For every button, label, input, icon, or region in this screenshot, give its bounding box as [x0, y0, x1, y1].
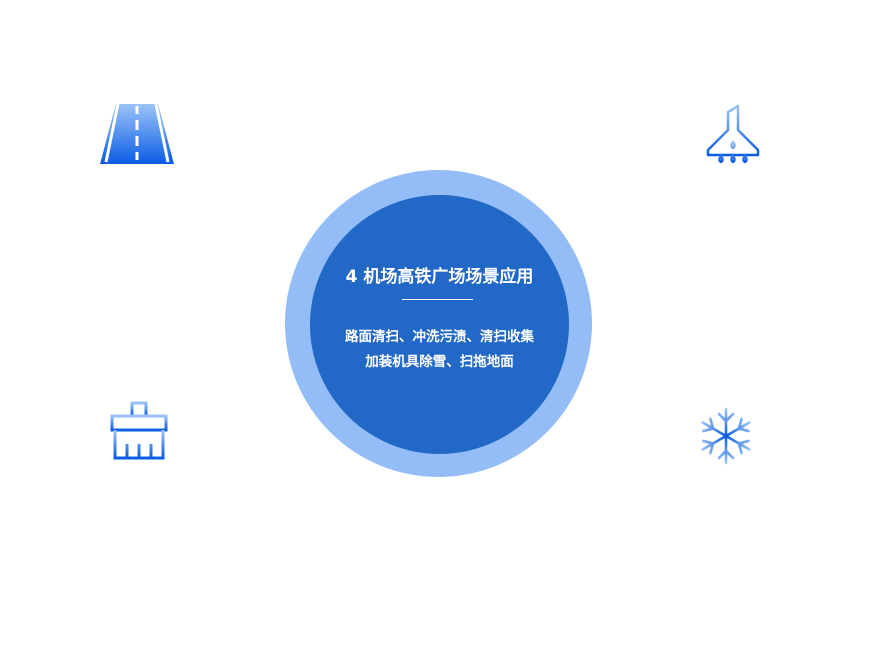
center-line-2: 加装机具除雪、扫拖地面: [365, 354, 514, 370]
snowflake-icon: [698, 407, 754, 465]
center-title: 4 机场高铁广场场景应用: [345, 267, 534, 287]
divider: [402, 299, 473, 300]
spray-icon: [706, 104, 760, 164]
center-line-1: 路面清扫、冲洗污渍、清扫收集: [345, 329, 534, 345]
center-circle: [310, 195, 569, 454]
brush-icon: [110, 401, 168, 460]
road-icon: [100, 103, 174, 164]
